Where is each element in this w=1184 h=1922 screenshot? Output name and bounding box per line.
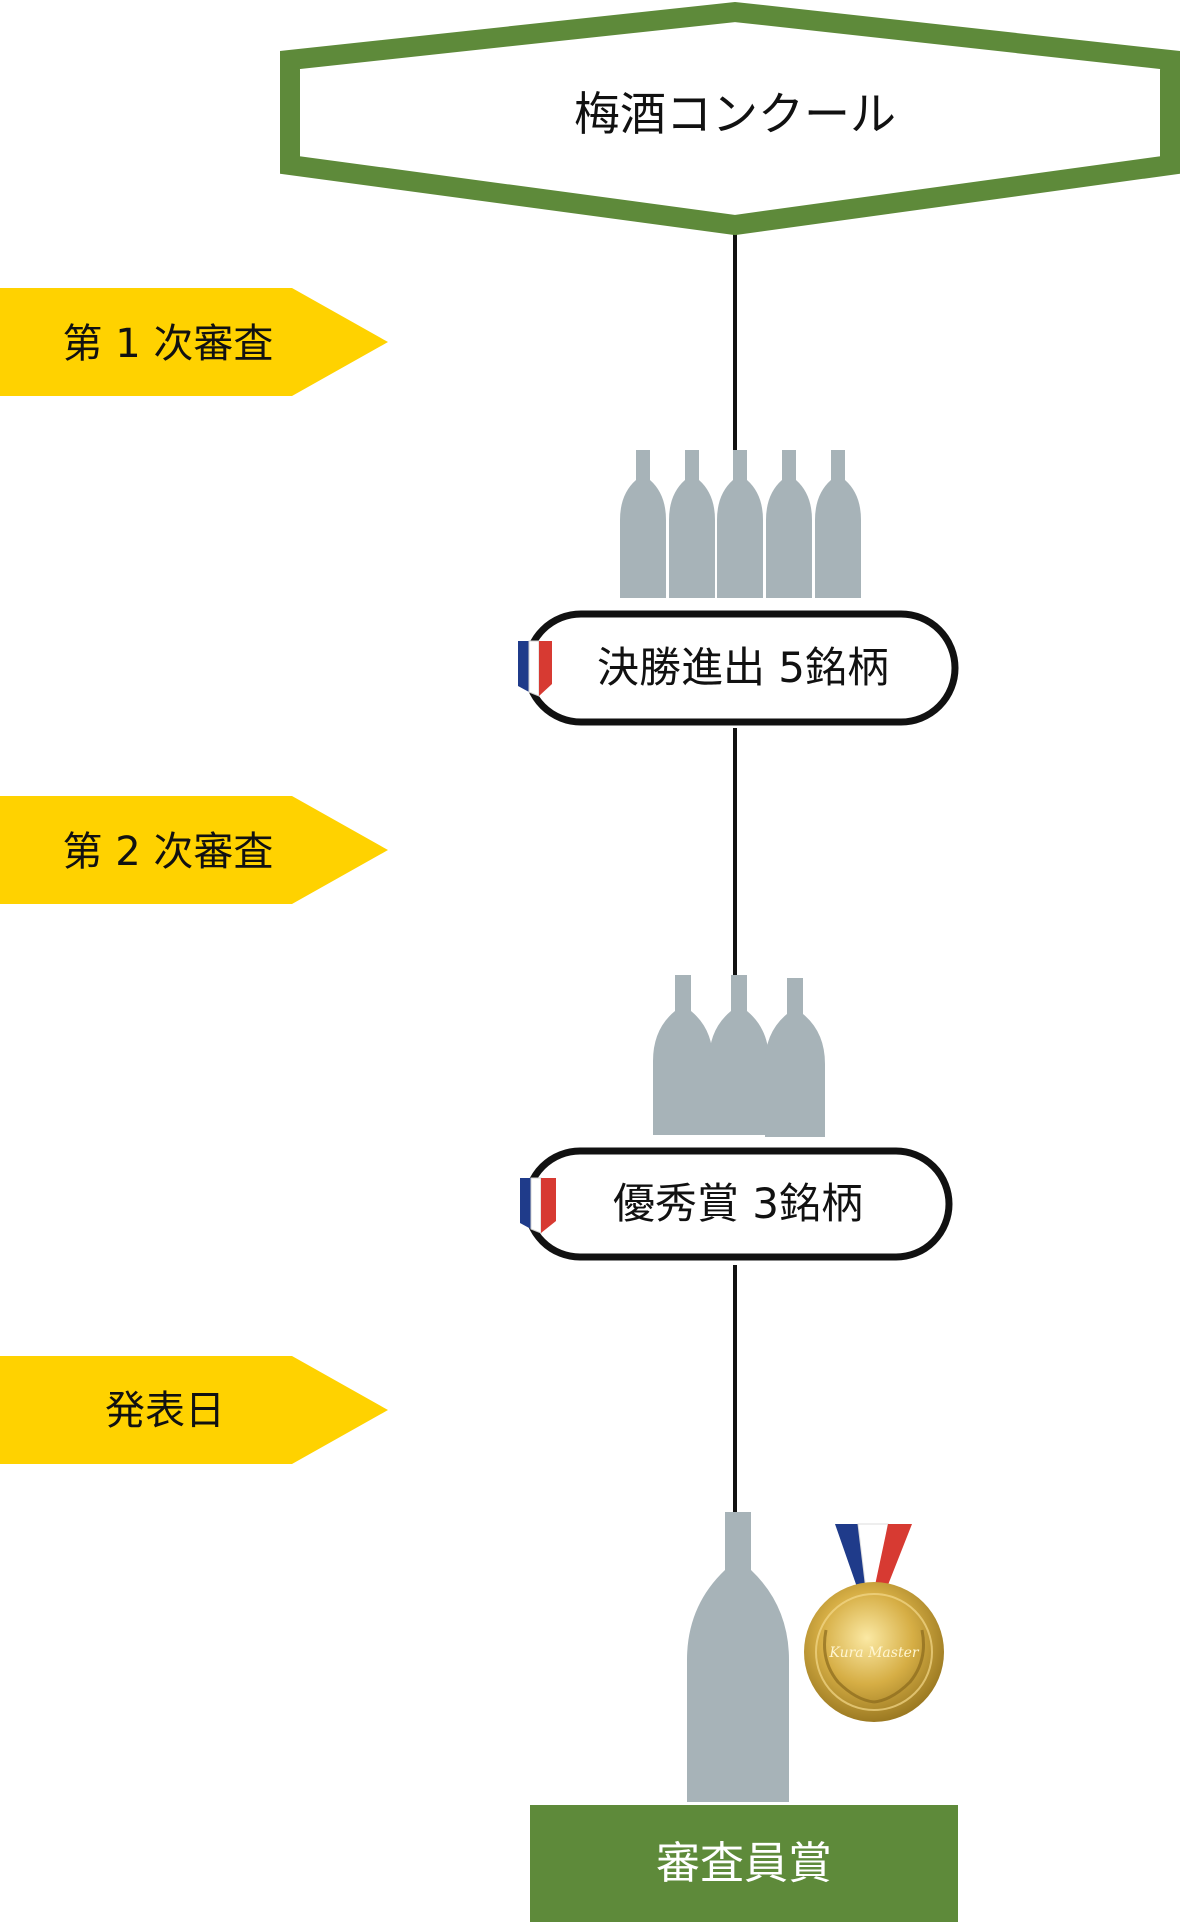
bottle bbox=[717, 450, 763, 598]
bottle bbox=[709, 975, 769, 1135]
bottle bbox=[669, 450, 715, 598]
result-label: 決勝進出 5銘柄 bbox=[597, 643, 889, 692]
result-box-finalists: 決勝進出 5銘柄 bbox=[518, 610, 959, 726]
final-award-box: 審査員賞 bbox=[530, 1805, 958, 1922]
stage-arrow-1: 第 1 次審査 bbox=[0, 288, 388, 396]
bottles-three bbox=[653, 975, 825, 1137]
final-award-label: 審査員賞 bbox=[656, 1838, 832, 1889]
result-label: 優秀賞 3銘柄 bbox=[613, 1179, 863, 1228]
stage-label: 第 2 次審査 bbox=[63, 829, 274, 875]
flag-ribbon-icon bbox=[520, 1177, 556, 1234]
title-text: 梅酒コンクール bbox=[574, 87, 896, 141]
medal-icon: Kura Master bbox=[804, 1523, 944, 1722]
bottle bbox=[653, 975, 713, 1135]
bottle bbox=[815, 450, 861, 598]
stage-arrow-2: 第 2 次審査 bbox=[0, 796, 388, 904]
flag-ribbon-icon bbox=[518, 640, 552, 697]
stage-label: 発表日 bbox=[105, 1388, 225, 1434]
stage-arrow-3: 発表日 bbox=[0, 1356, 388, 1464]
title-hexagon: 梅酒コンクール bbox=[280, 1, 1180, 236]
medal-text: Kura Master bbox=[828, 1645, 919, 1661]
bottle-large bbox=[687, 1512, 789, 1802]
bottle bbox=[620, 450, 666, 598]
bottle bbox=[766, 450, 812, 598]
bottle bbox=[765, 978, 825, 1137]
bottles-five bbox=[620, 450, 861, 598]
result-box-excellence: 優秀賞 3銘柄 bbox=[520, 1147, 953, 1261]
stage-label: 第 1 次審査 bbox=[63, 321, 274, 367]
